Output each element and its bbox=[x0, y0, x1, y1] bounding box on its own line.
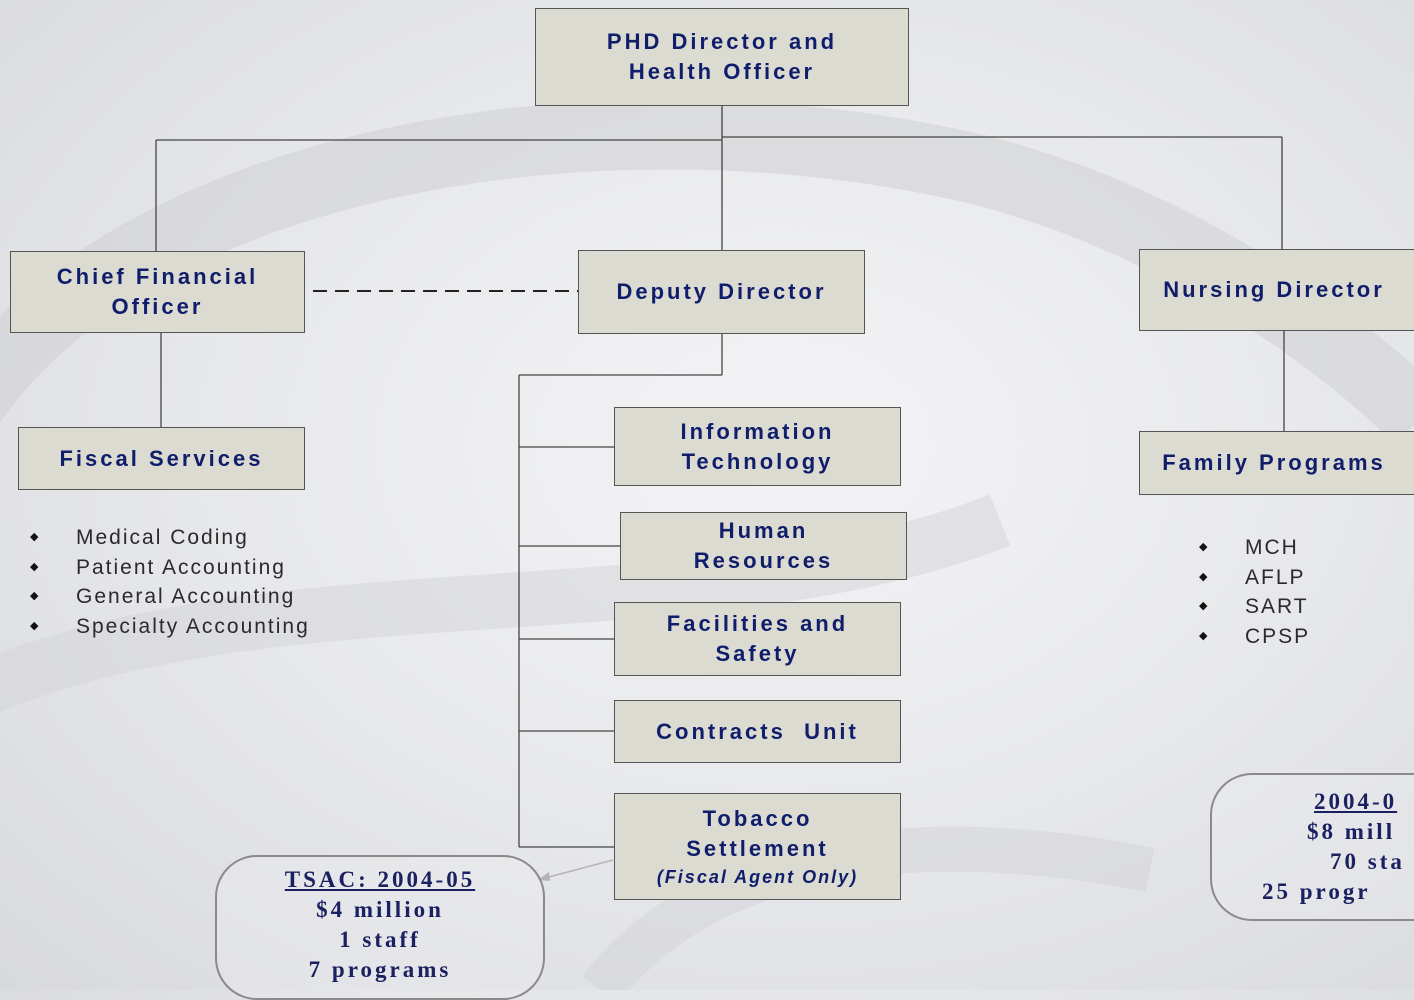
phd-director-line1: PHD Director and bbox=[606, 29, 838, 54]
tsac-programs: 7 programs bbox=[308, 957, 452, 982]
facilities-line2: Safety bbox=[715, 641, 800, 666]
tsac-heading: TSAC: 2004-05 bbox=[284, 867, 476, 892]
hr-line2: Resources bbox=[693, 548, 834, 573]
list-item: Medical Coding bbox=[30, 523, 310, 553]
family-programs-list: MCH AFLP SART CPSP bbox=[1199, 533, 1310, 651]
facilities-line1: Facilities and bbox=[666, 611, 849, 636]
tsac-budget: $4 million bbox=[316, 897, 444, 922]
tsac-staff: 1 staff bbox=[339, 927, 421, 952]
list-item: AFLP bbox=[1199, 563, 1310, 593]
family-summary-callout: 2004-0 $8 mill 70 sta 25 progr bbox=[1210, 773, 1414, 921]
cfo-line2: Officer bbox=[111, 294, 204, 319]
it-line1: Information bbox=[680, 418, 835, 444]
family-summary-budget: $8 mill bbox=[1307, 819, 1396, 844]
fiscal-services-label: Fiscal Services bbox=[59, 445, 264, 471]
contracts-unit-label: Contracts Unit bbox=[656, 718, 859, 744]
facilities-safety-box[interactable]: Facilities and Safety bbox=[614, 602, 901, 676]
phd-director-line2: Health Officer bbox=[628, 59, 816, 84]
human-resources-box[interactable]: Human Resources bbox=[620, 512, 907, 580]
list-item: General Accounting bbox=[30, 582, 310, 612]
cfo-line1: Chief Financial bbox=[56, 264, 259, 289]
nursing-director-label: Nursing Director bbox=[1163, 277, 1385, 302]
family-summary-programs: 25 progr bbox=[1262, 879, 1371, 904]
list-item: Patient Accounting bbox=[30, 553, 310, 583]
deputy-director-box[interactable]: Deputy Director bbox=[578, 250, 865, 334]
nursing-director-box[interactable]: Nursing Director bbox=[1139, 249, 1414, 331]
list-item: SART bbox=[1199, 592, 1310, 622]
list-item: MCH bbox=[1199, 533, 1310, 563]
fiscal-services-list: Medical Coding Patient Accounting Genera… bbox=[30, 523, 310, 641]
it-line2: Technology bbox=[681, 448, 834, 474]
tobacco-line2: Settlement bbox=[686, 835, 829, 861]
tobacco-line3: (Fiscal Agent Only) bbox=[656, 866, 859, 887]
list-item: Specialty Accounting bbox=[30, 612, 310, 642]
tobacco-settlement-box[interactable]: Tobacco Settlement (Fiscal Agent Only) bbox=[614, 793, 901, 900]
cfo-box[interactable]: Chief Financial Officer bbox=[10, 251, 305, 333]
contracts-unit-box[interactable]: Contracts Unit bbox=[614, 700, 901, 763]
family-programs-label: Family Programs bbox=[1162, 450, 1386, 475]
information-technology-box[interactable]: Information Technology bbox=[614, 407, 901, 486]
tsac-summary-callout: TSAC: 2004-05 $4 million 1 staff 7 progr… bbox=[215, 855, 545, 1000]
fiscal-services-box[interactable]: Fiscal Services bbox=[18, 427, 305, 490]
hr-line1: Human bbox=[718, 518, 809, 543]
family-summary-heading: 2004-0 bbox=[1314, 789, 1398, 814]
family-programs-box[interactable]: Family Programs bbox=[1139, 431, 1414, 495]
tobacco-line1: Tobacco bbox=[702, 805, 813, 831]
phd-director-box[interactable]: PHD Director and Health Officer bbox=[535, 8, 909, 106]
list-item: CPSP bbox=[1199, 622, 1310, 652]
family-summary-staff: 70 sta bbox=[1330, 849, 1405, 874]
deputy-director-label: Deputy Director bbox=[616, 279, 827, 304]
